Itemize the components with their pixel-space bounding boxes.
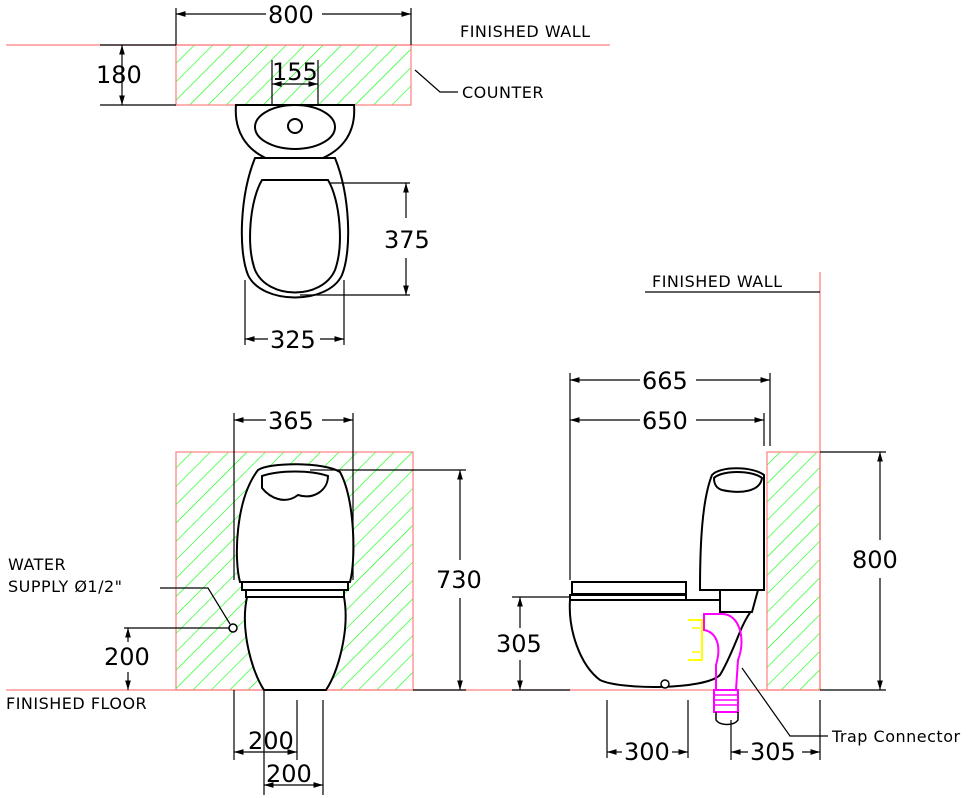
finished-wall-label-side: FINISHED WALL <box>652 272 783 291</box>
dim-side-wall-height: 800 <box>852 546 898 574</box>
side-tank <box>698 467 765 591</box>
front-seat-lower <box>245 589 345 598</box>
water-supply-leader <box>160 587 231 625</box>
side-wall-hatch <box>766 451 821 691</box>
counter-leader <box>414 69 458 93</box>
dim-side-seat: 650 <box>642 407 688 435</box>
side-bowl <box>568 599 753 688</box>
dim-supply-height: 200 <box>104 643 150 671</box>
side-view: FINISHED WALL Trap Connector 665 <box>496 272 961 766</box>
water-supply-label-2: SUPPLY Ø1/2" <box>8 577 123 596</box>
dim-bottom-offset-a: 200 <box>248 727 294 755</box>
dim-top-width: 800 <box>268 1 314 29</box>
side-tank-lid <box>712 471 764 493</box>
side-outlet-collar <box>719 589 760 613</box>
water-supply-point <box>228 623 238 633</box>
dim-base-depth: 300 <box>624 738 670 766</box>
water-supply-label-1: WATER <box>8 555 66 574</box>
dim-counter-depth: 180 <box>96 61 142 89</box>
dim-bowl-width: 325 <box>270 326 316 354</box>
top-view: FINISHED WALL COUNTER 800 180 155 375 <box>6 1 610 354</box>
dim-seat-height: 305 <box>496 630 542 658</box>
yellow-fitting <box>688 619 703 661</box>
dim-outlet-offset: 305 <box>750 738 796 766</box>
trap-pipe-ribs <box>713 689 739 713</box>
trap-connector-label: Trap Connector <box>831 727 961 746</box>
dim-front-height: 730 <box>436 566 482 594</box>
dim-side-overall: 665 <box>642 367 688 395</box>
dim-bottom-offset-b: 200 <box>266 760 312 788</box>
front-bowl <box>243 596 347 691</box>
finished-wall-label-top: FINISHED WALL <box>460 22 591 41</box>
front-tank-lid <box>261 470 330 501</box>
side-seat-lid <box>571 581 687 595</box>
dim-basin-width: 155 <box>272 58 318 86</box>
front-view: FINISHED FLOOR WATER SUPPLY Ø1/2" 365 73… <box>6 407 820 795</box>
counter-label: COUNTER <box>462 83 544 102</box>
finished-floor-label: FINISHED FLOOR <box>6 694 147 713</box>
trap-pipe-end <box>715 712 739 726</box>
top-drain-hole <box>287 118 303 134</box>
side-bolt <box>660 679 670 689</box>
top-seat-outline <box>249 179 341 294</box>
front-seat-top <box>241 581 349 591</box>
trap-connector-leader <box>741 667 828 737</box>
dim-front-tank-width: 365 <box>268 407 314 435</box>
dim-seat-length: 375 <box>384 226 430 254</box>
